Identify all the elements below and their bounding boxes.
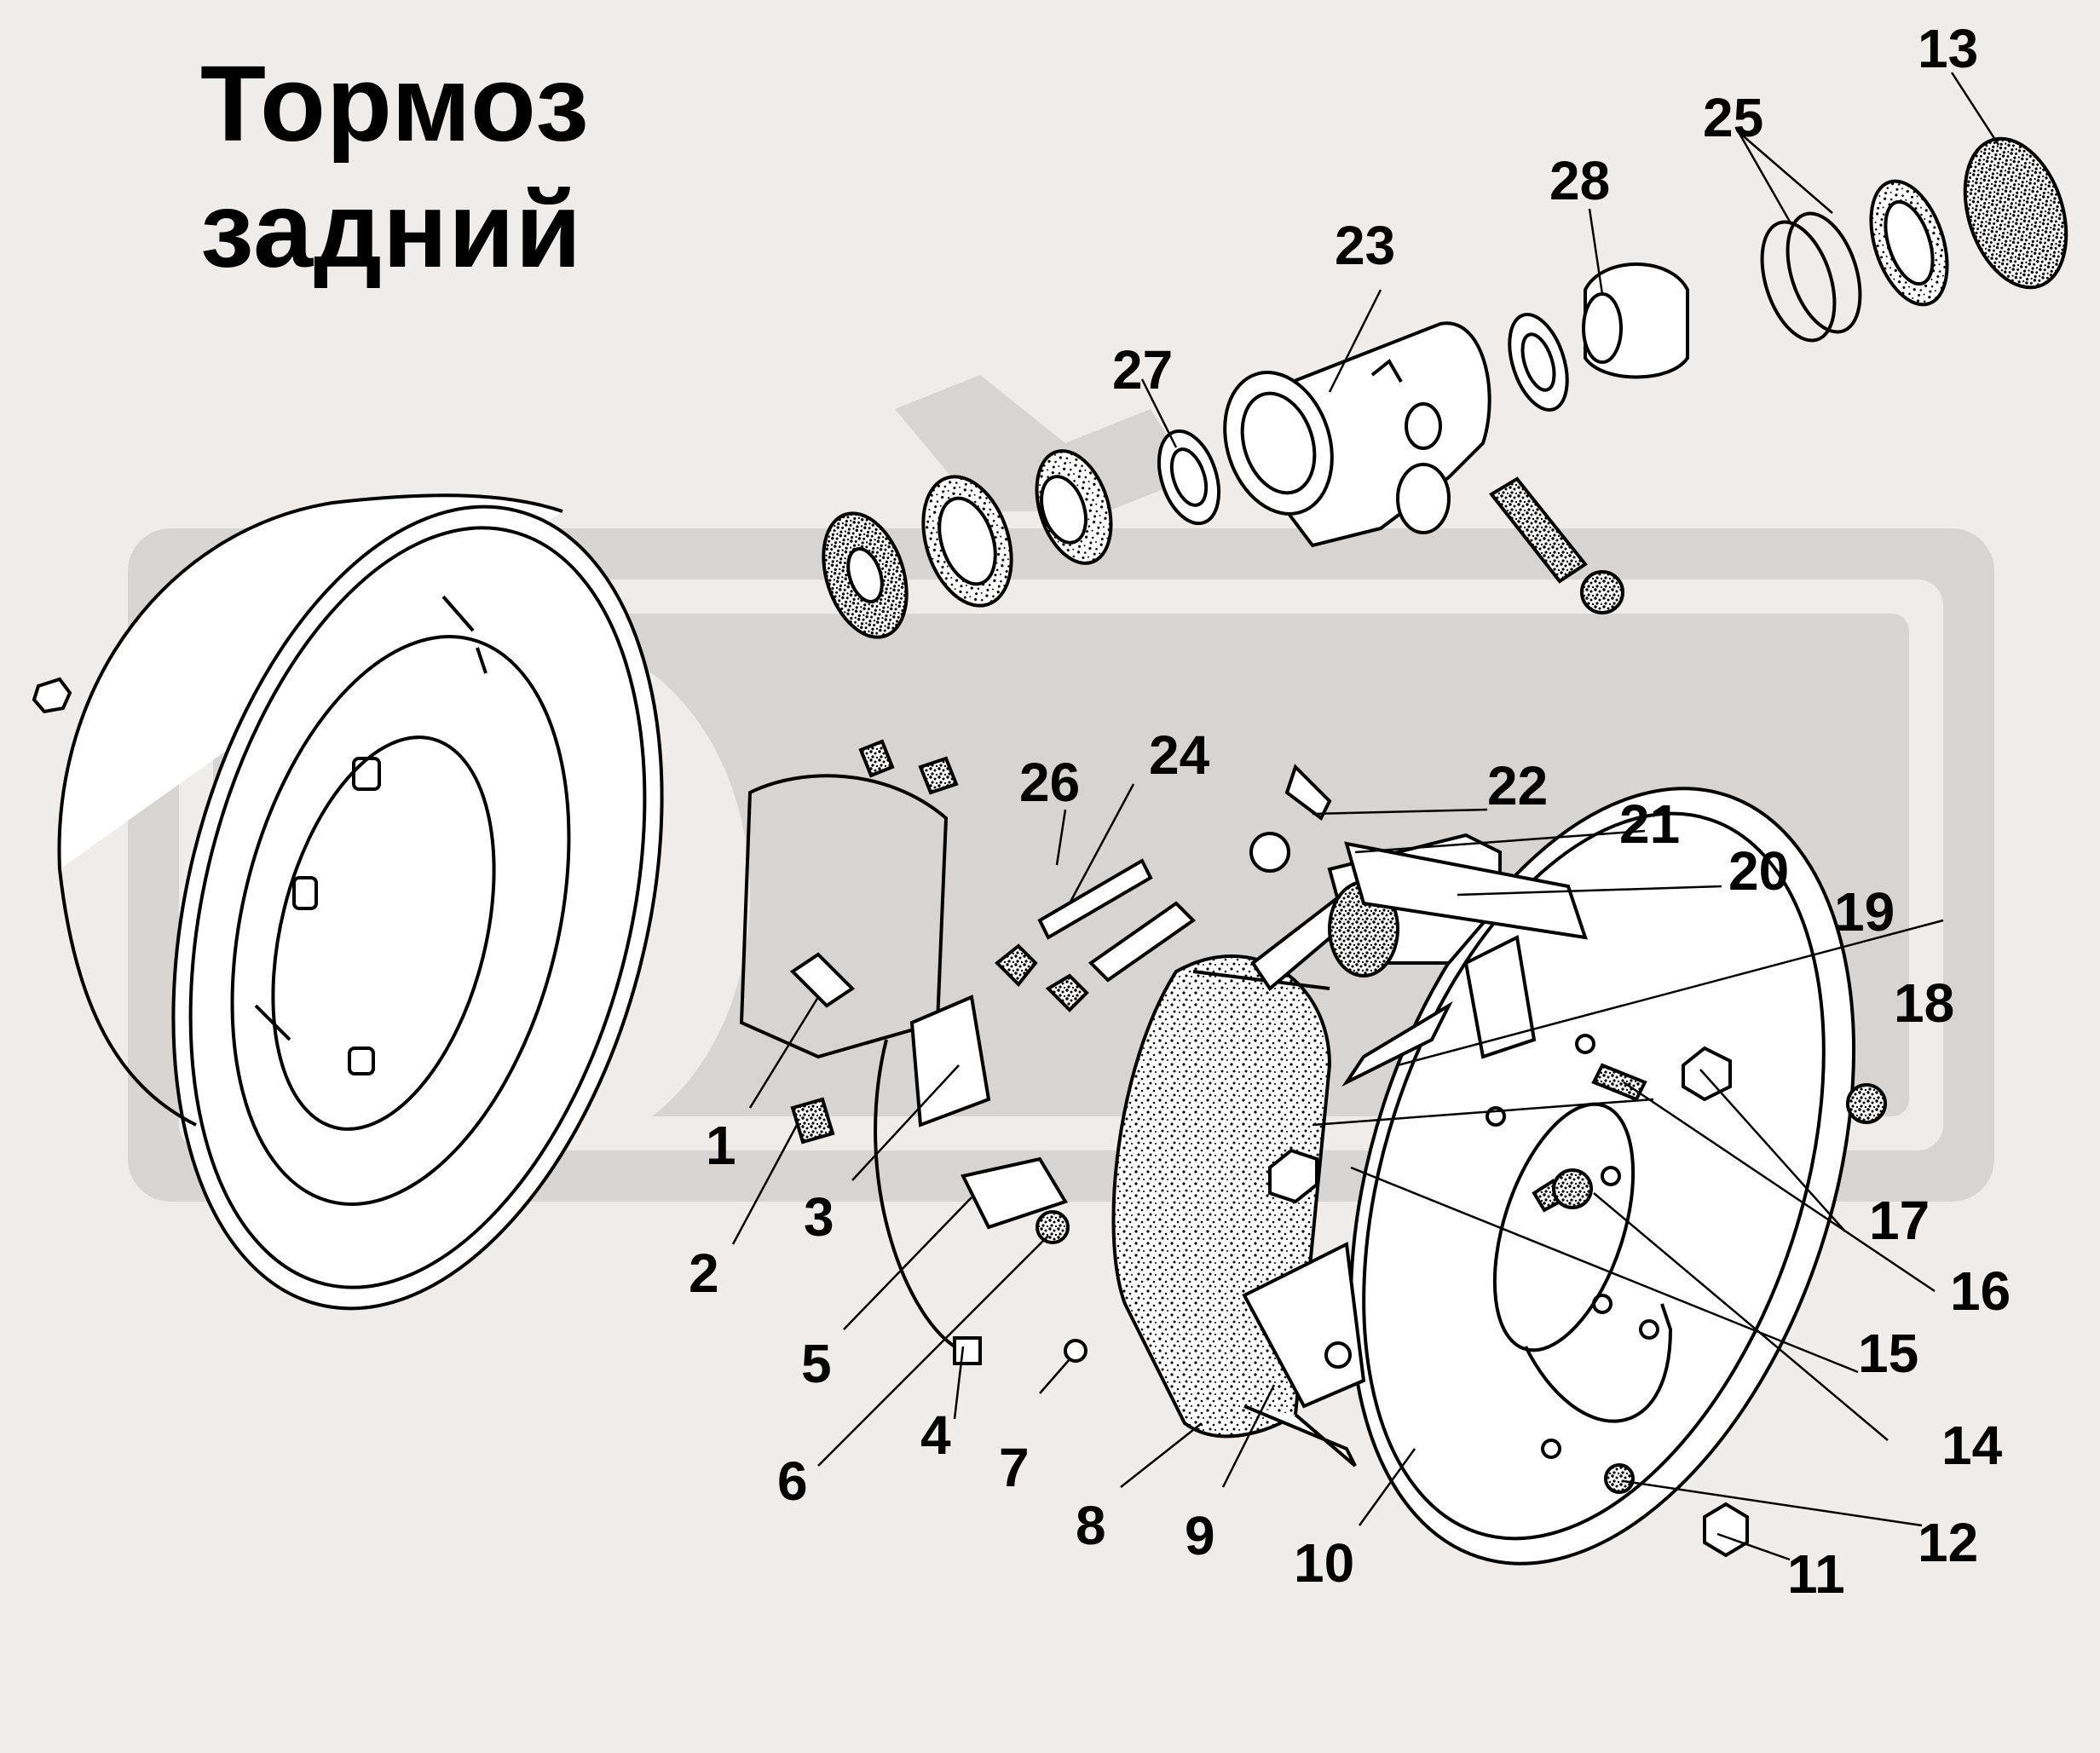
brake-shoe — [1111, 954, 1366, 1468]
callout-18: 18 — [1894, 972, 1955, 1034]
callout-15: 15 — [1858, 1323, 1919, 1384]
callout-5: 5 — [801, 1333, 832, 1394]
diagram-title: Тормоз задний — [200, 41, 590, 293]
wheel-cylinder-assembly — [822, 136, 2068, 639]
callout-9: 9 — [1185, 1505, 1215, 1566]
title-line-2: задний — [200, 170, 583, 290]
shoe-hardware — [995, 764, 1588, 1087]
parking-brake-lever — [739, 739, 1088, 1365]
callout-13: 13 — [1918, 18, 1979, 79]
callout-4: 4 — [920, 1404, 951, 1466]
callout-26: 26 — [1019, 752, 1081, 813]
callout-16: 16 — [1950, 1260, 2011, 1322]
callout-12: 12 — [1918, 1512, 1979, 1573]
callout-21: 21 — [1619, 793, 1681, 855]
callout-3: 3 — [804, 1186, 834, 1248]
callout-25: 25 — [1703, 87, 1764, 148]
leader-lines — [731, 72, 2000, 1561]
callout-27: 27 — [1112, 339, 1174, 401]
callout-6: 6 — [777, 1450, 808, 1512]
callout-10: 10 — [1294, 1532, 1355, 1594]
callout-24: 24 — [1149, 724, 1210, 786]
callout-2: 2 — [689, 1243, 719, 1304]
brake-drum — [32, 493, 664, 1311]
callout-20: 20 — [1728, 840, 1790, 902]
callout-1: 1 — [706, 1115, 736, 1176]
callout-14: 14 — [1941, 1415, 2003, 1476]
callout-23: 23 — [1335, 215, 1396, 276]
callout-17: 17 — [1869, 1190, 1930, 1251]
callout-11: 11 — [1787, 1543, 1845, 1605]
callout-19: 19 — [1834, 881, 1895, 943]
callout-28: 28 — [1549, 150, 1611, 211]
fasteners — [1268, 1046, 1887, 1558]
title-line-1: Тормоз — [200, 43, 590, 164]
callout-8: 8 — [1076, 1495, 1106, 1556]
callout-7: 7 — [999, 1437, 1030, 1498]
callout-22: 22 — [1487, 755, 1549, 816]
